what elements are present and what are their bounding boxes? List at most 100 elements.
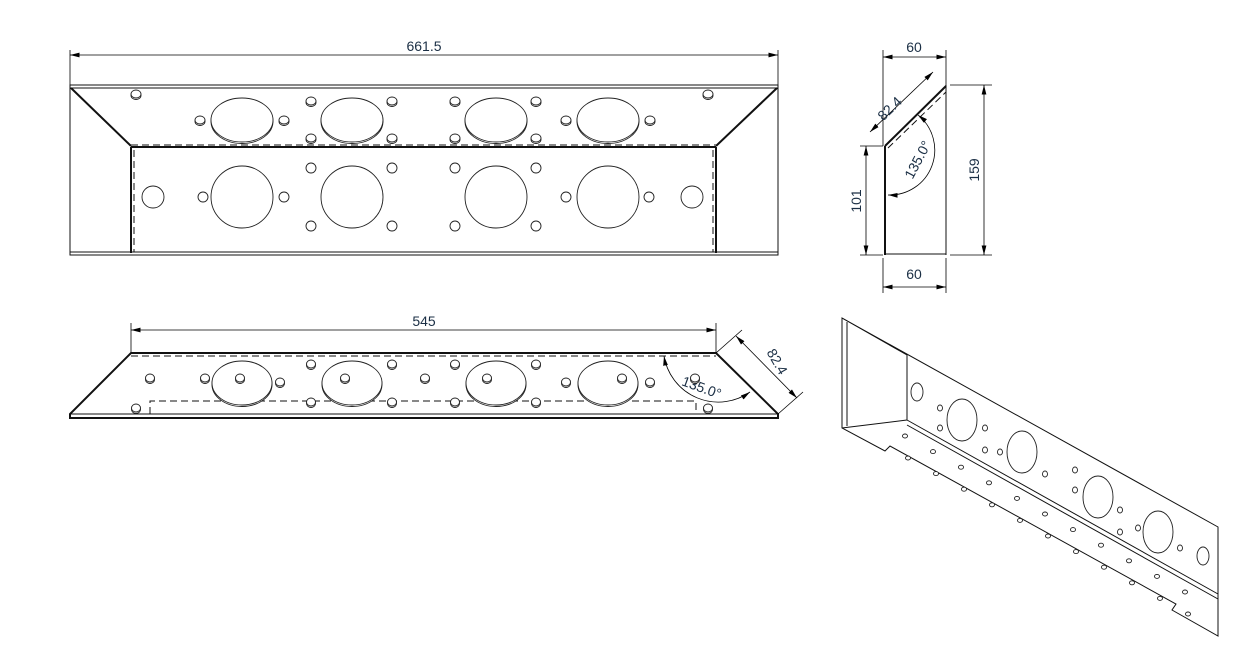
iso-flange-hole [961, 486, 967, 492]
dim-text-bottom-flange: 82.4 [764, 346, 792, 378]
iso-flange-hole [930, 449, 936, 455]
dim-text-bottom-angle: 135.0° [680, 373, 724, 402]
iso-connector-hole [946, 398, 978, 442]
mount-hole-flange [278, 115, 290, 125]
flange-oval-hole [321, 360, 383, 406]
iso-flange-hole [1101, 564, 1107, 570]
flange-oval-hole [464, 97, 528, 143]
mount-hole-flange [617, 373, 627, 383]
mount-hole-flange [449, 133, 461, 143]
iso-mount-hole [1117, 506, 1123, 514]
dim-text-bottom-width: 60 [906, 266, 922, 282]
mount-hole [386, 220, 398, 232]
iso-mount-hole [982, 424, 988, 432]
mount-hole-flange [690, 373, 700, 383]
iso-flange-hole [1126, 558, 1132, 564]
connector-hole [464, 165, 528, 229]
mount-hole-flange [420, 373, 430, 383]
iso-flange-hole [933, 471, 939, 477]
flange-oval-hole [577, 360, 639, 406]
iso-flange-hole [1017, 517, 1023, 523]
iso-flange-hole [986, 480, 992, 486]
side-view: 60 82.4 135.0° 101 159 60 [848, 39, 992, 293]
mount-hole [305, 220, 317, 232]
side-hole [680, 185, 704, 209]
flange-oval-hole [210, 97, 274, 143]
connector-hole [320, 165, 384, 229]
flange-oval-hole [320, 97, 384, 143]
mount-hole-flange [450, 397, 460, 407]
mount-hole-flange [531, 397, 541, 407]
connector-hole [210, 165, 274, 229]
mount-hole-flange [482, 373, 492, 383]
mount-hole-flange [531, 359, 541, 369]
mount-hole-flange [561, 377, 571, 387]
mount-hole-flange [702, 89, 714, 99]
iso-flange-hole [1185, 611, 1191, 617]
iso-mount-hole [997, 448, 1003, 456]
iso-mount-hole [1117, 528, 1123, 536]
iso-flange-hole [1070, 527, 1076, 533]
iso-side-hole [910, 382, 924, 402]
mount-hole-flange [386, 133, 398, 143]
iso-side-hole [1196, 546, 1210, 566]
iso-mount-hole [1042, 470, 1048, 478]
dim-text-width: 661.5 [406, 38, 441, 54]
mount-hole-flange [387, 397, 397, 407]
mount-hole-flange [235, 373, 245, 383]
iso-flange-hole [905, 455, 911, 461]
mount-hole-flange [530, 133, 542, 143]
dim-text-angle: 135.0° [901, 138, 934, 181]
iso-flange-hole [1154, 573, 1160, 579]
mount-hole [643, 191, 655, 203]
dim-text-top-width: 60 [906, 39, 922, 55]
iso-flange-hole [1014, 495, 1020, 501]
mount-hole [278, 191, 290, 203]
mount-hole-flange [131, 403, 141, 413]
mount-hole-flange [387, 359, 397, 369]
iso-mount-hole [937, 404, 943, 412]
mount-hole [305, 162, 317, 174]
side-hole [141, 185, 165, 209]
iso-flange-hole [902, 433, 908, 439]
iso-mount-hole [1135, 524, 1141, 532]
mount-hole-flange [386, 96, 398, 106]
iso-mount-hole [1177, 544, 1183, 552]
iso-flange-hole [958, 464, 964, 470]
dim-text-flange: 82.4 [874, 93, 905, 124]
front-view: 661.5 [69, 38, 779, 256]
mount-hole [386, 162, 398, 174]
iso-flange-hole [1073, 549, 1079, 555]
mount-hole-flange [305, 96, 317, 106]
connector-hole [576, 165, 640, 229]
iso-flange-hole [1157, 595, 1163, 601]
iso-connector-hole [1082, 475, 1114, 519]
mount-hole-flange [275, 377, 285, 387]
mount-hole-flange [305, 133, 317, 143]
mount-hole-flange [560, 115, 572, 125]
iso-mount-hole [982, 446, 988, 454]
iso-mount-hole [1072, 466, 1078, 474]
iso-flange-hole [989, 502, 995, 508]
mount-hole [530, 162, 542, 174]
mount-hole [560, 191, 572, 203]
iso-mount-hole [1072, 486, 1078, 494]
iso-flange-hole [1182, 589, 1188, 595]
mount-hole [449, 162, 461, 174]
mount-hole-flange [130, 89, 142, 99]
mount-hole-flange [306, 359, 316, 369]
iso-connector-hole [1142, 510, 1174, 554]
dim-text-inner-width: 545 [412, 313, 436, 329]
dim-text-lower-height: 101 [848, 189, 864, 213]
iso-flange-hole [1045, 533, 1051, 539]
iso-mount-hole [937, 424, 943, 432]
dim-text-total-height: 159 [966, 158, 982, 182]
mount-hole-flange [340, 373, 350, 383]
mount-hole-flange [306, 397, 316, 407]
mount-hole-flange [530, 96, 542, 106]
iso-flange-hole [1098, 542, 1104, 548]
mount-hole-flange [703, 403, 713, 413]
iso-connector-hole [1006, 430, 1038, 474]
mount-hole [530, 220, 542, 232]
